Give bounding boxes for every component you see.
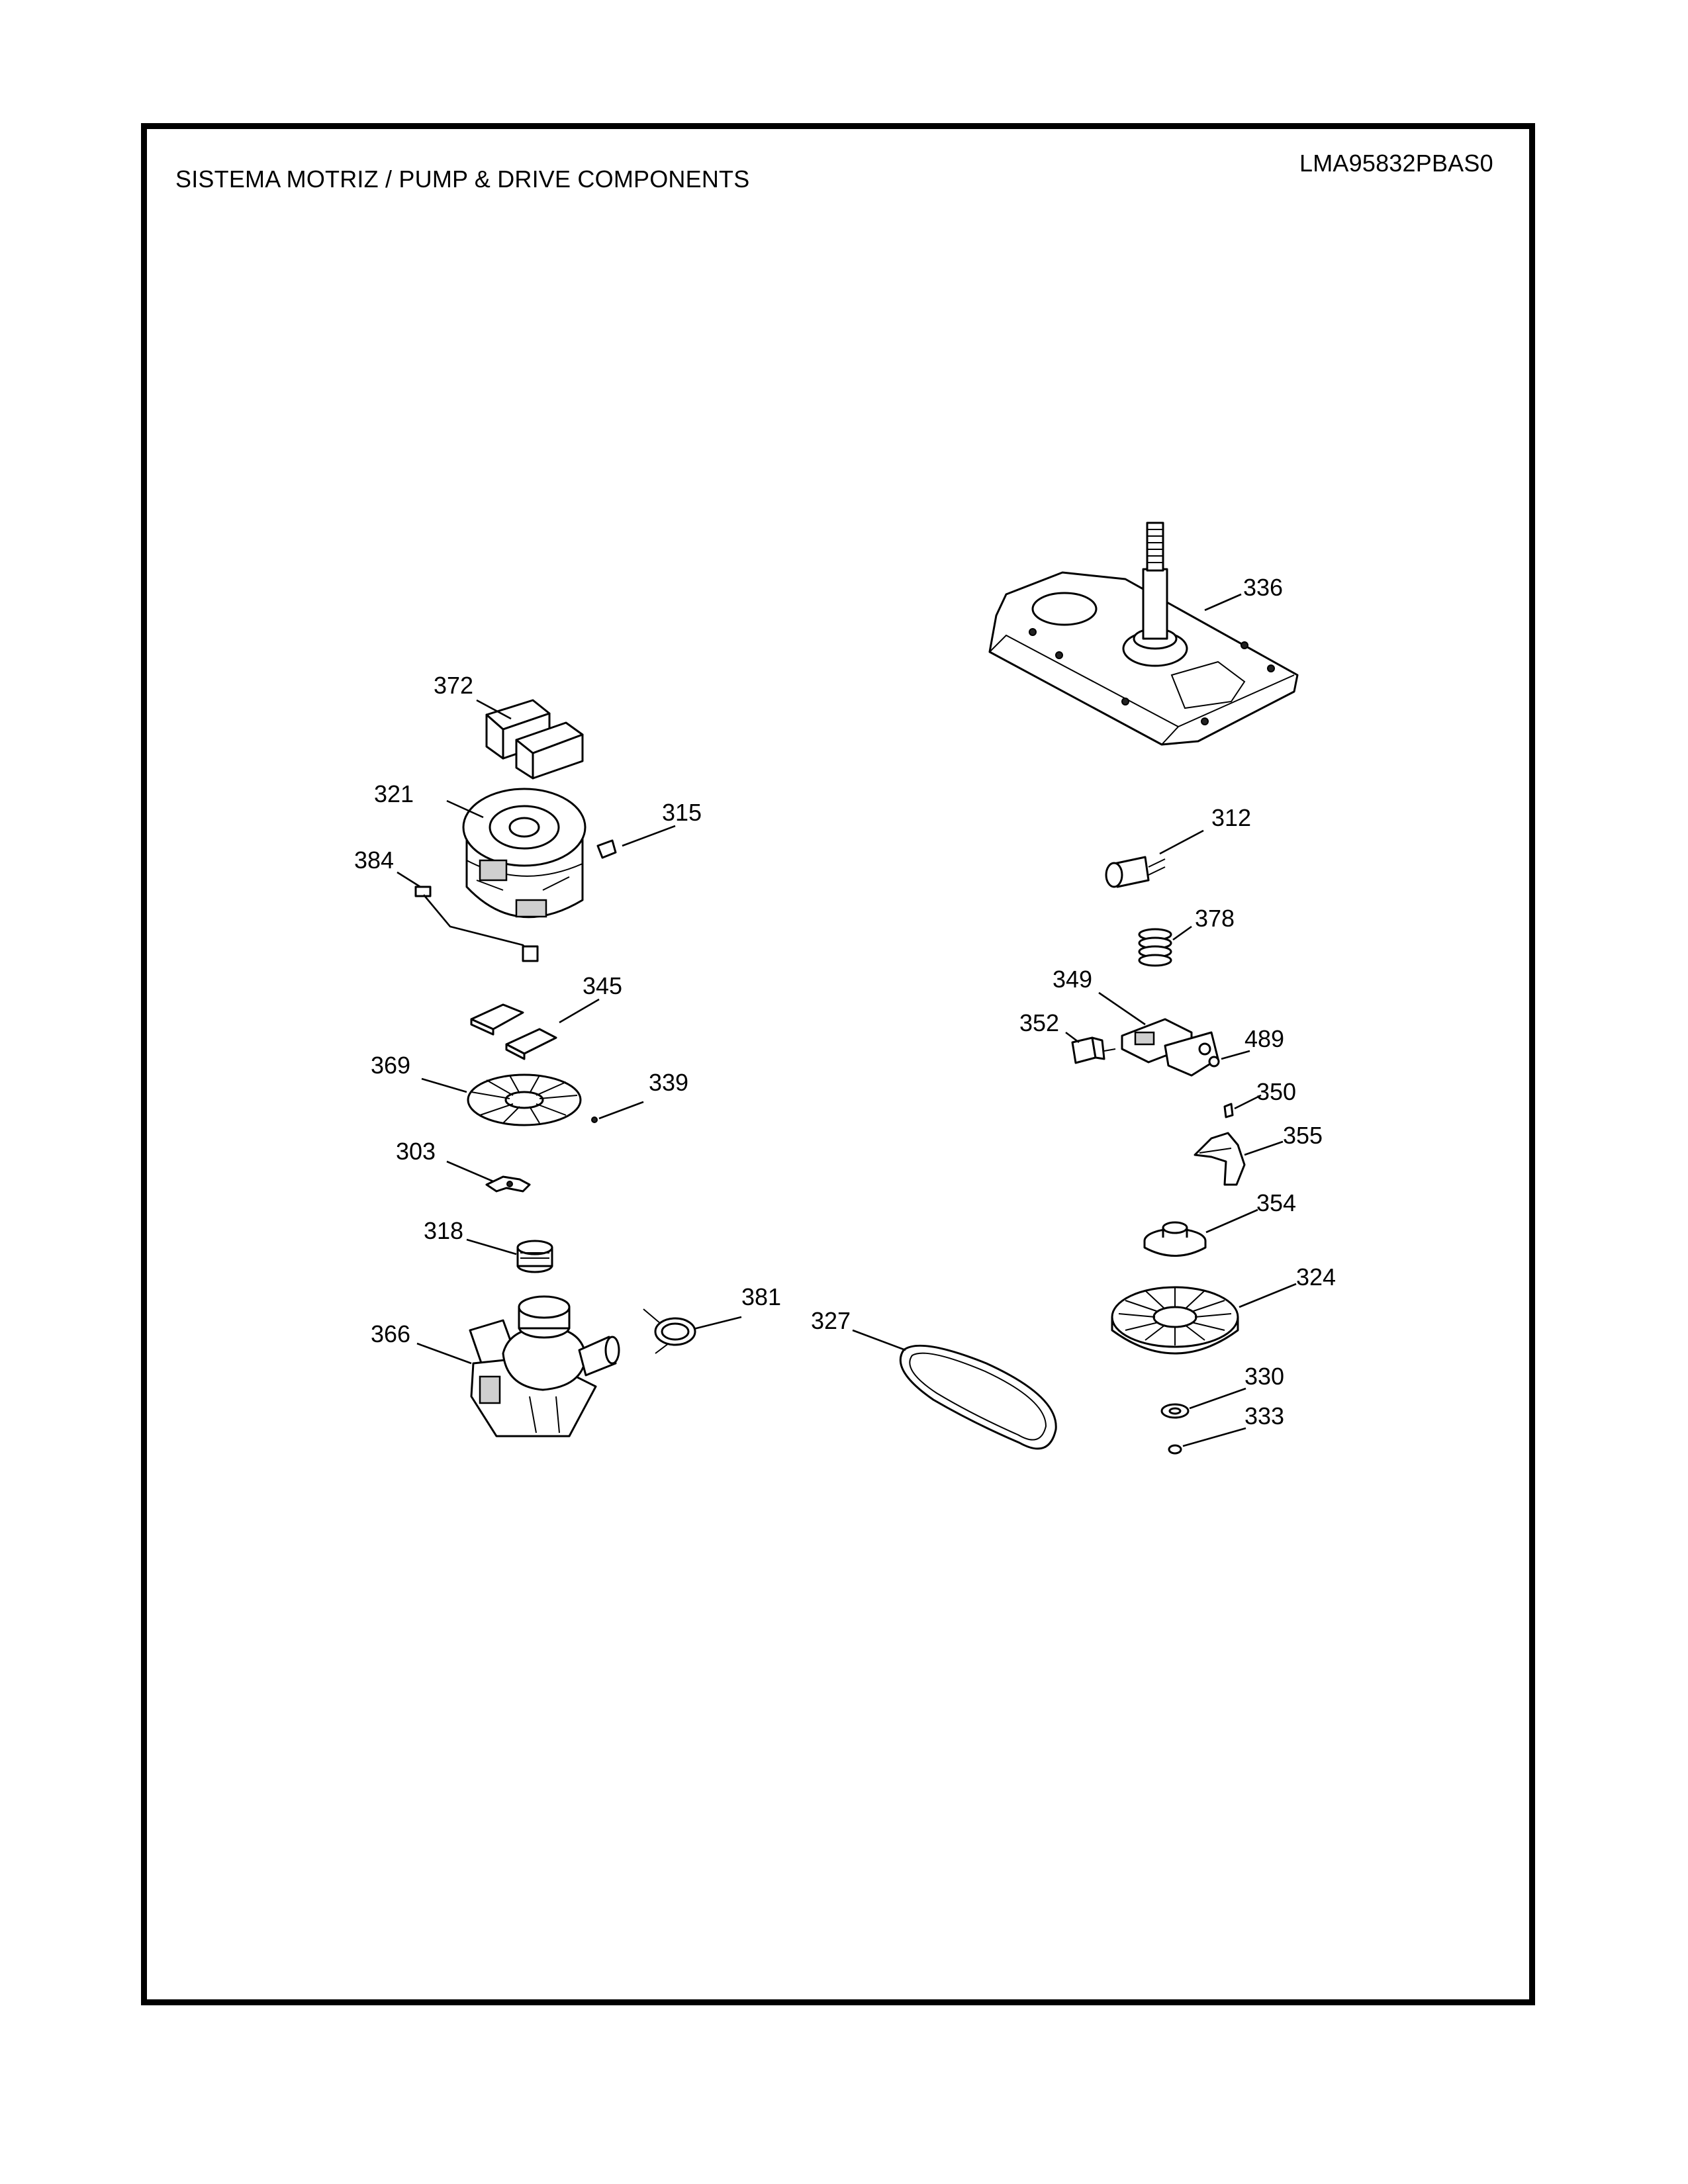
part-303-clip[interactable] bbox=[485, 1175, 531, 1193]
part-372-brackets[interactable] bbox=[485, 699, 584, 780]
callout-355: 355 bbox=[1283, 1122, 1323, 1149]
callout-327: 327 bbox=[811, 1307, 851, 1334]
part-330-washer[interactable] bbox=[1160, 1403, 1190, 1419]
callout-489: 489 bbox=[1244, 1025, 1284, 1052]
callout-381: 381 bbox=[741, 1283, 781, 1310]
part-350-link[interactable] bbox=[1223, 1103, 1234, 1118]
callout-378: 378 bbox=[1195, 905, 1235, 932]
part-339-nut[interactable] bbox=[591, 1116, 598, 1123]
callout-321: 321 bbox=[374, 780, 414, 807]
callout-366: 366 bbox=[371, 1320, 410, 1347]
part-489-screw[interactable] bbox=[1208, 1056, 1220, 1068]
part-327-drive-belt[interactable] bbox=[899, 1344, 1057, 1450]
part-333-retaining-ring[interactable] bbox=[1168, 1444, 1182, 1455]
part-354-pinion-gear[interactable] bbox=[1143, 1221, 1207, 1257]
callout-339: 339 bbox=[649, 1069, 688, 1096]
callout-303: 303 bbox=[396, 1138, 436, 1165]
part-345-pads[interactable] bbox=[470, 1003, 557, 1060]
part-321-motor[interactable] bbox=[462, 788, 586, 919]
drawing-frame bbox=[141, 123, 1535, 2005]
part-312-capacitor[interactable] bbox=[1105, 856, 1166, 888]
part-378-spring[interactable] bbox=[1138, 928, 1172, 967]
part-381-hose-clamp[interactable] bbox=[643, 1308, 696, 1354]
callout-350: 350 bbox=[1256, 1078, 1296, 1105]
part-318-filter[interactable] bbox=[516, 1240, 553, 1273]
callout-315: 315 bbox=[662, 799, 702, 826]
callout-384: 384 bbox=[354, 846, 394, 874]
page-title: SISTEMA MOTRIZ / PUMP & DRIVE COMPONENTS bbox=[175, 165, 750, 193]
part-324-drive-pulley[interactable] bbox=[1111, 1286, 1239, 1355]
callout-336: 336 bbox=[1243, 574, 1283, 601]
callout-330: 330 bbox=[1244, 1363, 1284, 1390]
callout-369: 369 bbox=[371, 1052, 410, 1079]
part-315-clip[interactable] bbox=[596, 839, 617, 859]
part-384-wire-harness[interactable] bbox=[414, 886, 539, 962]
part-366-drain-pump[interactable] bbox=[469, 1295, 620, 1437]
callout-345: 345 bbox=[583, 972, 622, 999]
callout-318: 318 bbox=[424, 1217, 463, 1244]
part-336-transmission-plate[interactable] bbox=[988, 522, 1299, 746]
part-355-shift-fork[interactable] bbox=[1194, 1132, 1246, 1186]
callout-354: 354 bbox=[1256, 1189, 1296, 1216]
callout-324: 324 bbox=[1296, 1263, 1336, 1291]
model-number: LMA95832PBAS0 bbox=[1299, 150, 1493, 177]
callout-349: 349 bbox=[1053, 966, 1092, 993]
leader-lines bbox=[397, 593, 1297, 1447]
callout-352: 352 bbox=[1019, 1009, 1059, 1036]
part-352-solenoid[interactable] bbox=[1071, 1036, 1116, 1064]
callout-372: 372 bbox=[434, 672, 473, 699]
part-349-actuator[interactable] bbox=[1121, 1018, 1219, 1077]
callout-labels: 336 372 321 315 384 312 378 345 349 352 … bbox=[354, 574, 1336, 1430]
callout-312: 312 bbox=[1211, 804, 1251, 831]
callout-333: 333 bbox=[1244, 1402, 1284, 1430]
part-369-fan[interactable] bbox=[467, 1073, 582, 1126]
